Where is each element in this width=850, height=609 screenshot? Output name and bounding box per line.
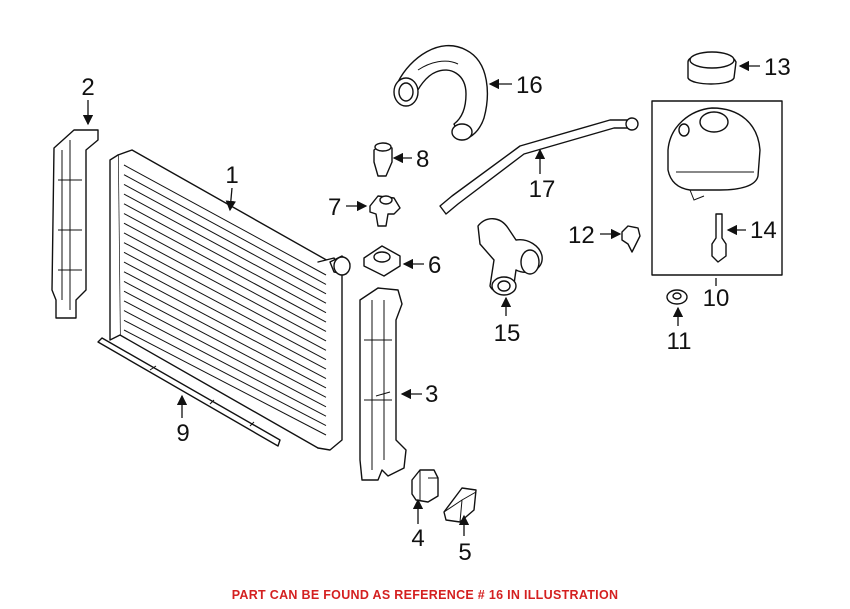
callout-9: 9 bbox=[176, 420, 189, 447]
radiator-fin bbox=[123, 329, 327, 436]
radiator-fin bbox=[123, 203, 327, 314]
radiator-fin bbox=[123, 232, 327, 342]
part-6-mount bbox=[363, 245, 401, 277]
part-3-side-bracket bbox=[359, 287, 407, 481]
callout-4: 4 bbox=[411, 525, 424, 552]
part-15-lower-hose bbox=[477, 218, 543, 296]
part-12-bolt bbox=[621, 225, 641, 253]
callout-labels: 2 1 3 4 5 6 7 8 9 10 11 12 13 14 15 16 1… bbox=[81, 54, 790, 566]
radiator-fin bbox=[123, 290, 327, 398]
callout-11: 11 bbox=[667, 328, 692, 355]
radiator-fin bbox=[123, 213, 327, 323]
callout-15: 15 bbox=[494, 320, 521, 347]
radiator-fin bbox=[123, 164, 327, 276]
radiator-fin bbox=[123, 281, 327, 389]
callout-7: 7 bbox=[328, 194, 341, 221]
radiator-fin bbox=[123, 222, 327, 332]
part-7-fastener bbox=[369, 195, 401, 227]
radiator-fin bbox=[123, 261, 327, 370]
part-17-vent-line bbox=[439, 117, 639, 215]
leader-1 bbox=[225, 187, 237, 212]
callout-17: 17 bbox=[529, 176, 556, 203]
radiator-fin bbox=[123, 271, 327, 379]
part-16-upper-hose bbox=[393, 44, 488, 141]
part-11-grommet bbox=[666, 289, 688, 305]
part-5-block bbox=[443, 487, 477, 523]
radiator-fin bbox=[123, 319, 327, 427]
radiator-fin bbox=[123, 310, 327, 417]
part-4-clip bbox=[411, 469, 439, 503]
callout-14: 14 bbox=[750, 217, 777, 244]
radiator-fin bbox=[123, 183, 327, 295]
callout-12: 12 bbox=[568, 222, 595, 249]
part-1-radiator bbox=[109, 149, 351, 451]
callout-16: 16 bbox=[516, 72, 543, 99]
radiator-fin bbox=[123, 174, 327, 285]
callout-5: 5 bbox=[458, 539, 471, 566]
callout-2: 2 bbox=[81, 74, 94, 101]
callout-6: 6 bbox=[428, 252, 441, 279]
part-9-lower-seal bbox=[97, 337, 281, 447]
part-8-bolt bbox=[373, 142, 393, 177]
callout-8: 8 bbox=[416, 146, 429, 173]
radiator-fin bbox=[123, 300, 327, 408]
callout-3: 3 bbox=[425, 381, 438, 408]
radiator-fin bbox=[123, 251, 327, 361]
callout-10: 10 bbox=[703, 285, 730, 312]
reference-note: PART CAN BE FOUND AS REFERENCE # 16 IN I… bbox=[231, 588, 619, 602]
radiator-fin bbox=[123, 242, 327, 351]
part-13-cap bbox=[687, 51, 737, 85]
part-2-side-bracket bbox=[51, 129, 99, 319]
leader-lines bbox=[82, 60, 760, 536]
callout-1: 1 bbox=[225, 162, 238, 189]
radiator-fin bbox=[123, 193, 327, 304]
part-14-level-sensor bbox=[711, 213, 727, 263]
callout-13: 13 bbox=[764, 54, 791, 81]
